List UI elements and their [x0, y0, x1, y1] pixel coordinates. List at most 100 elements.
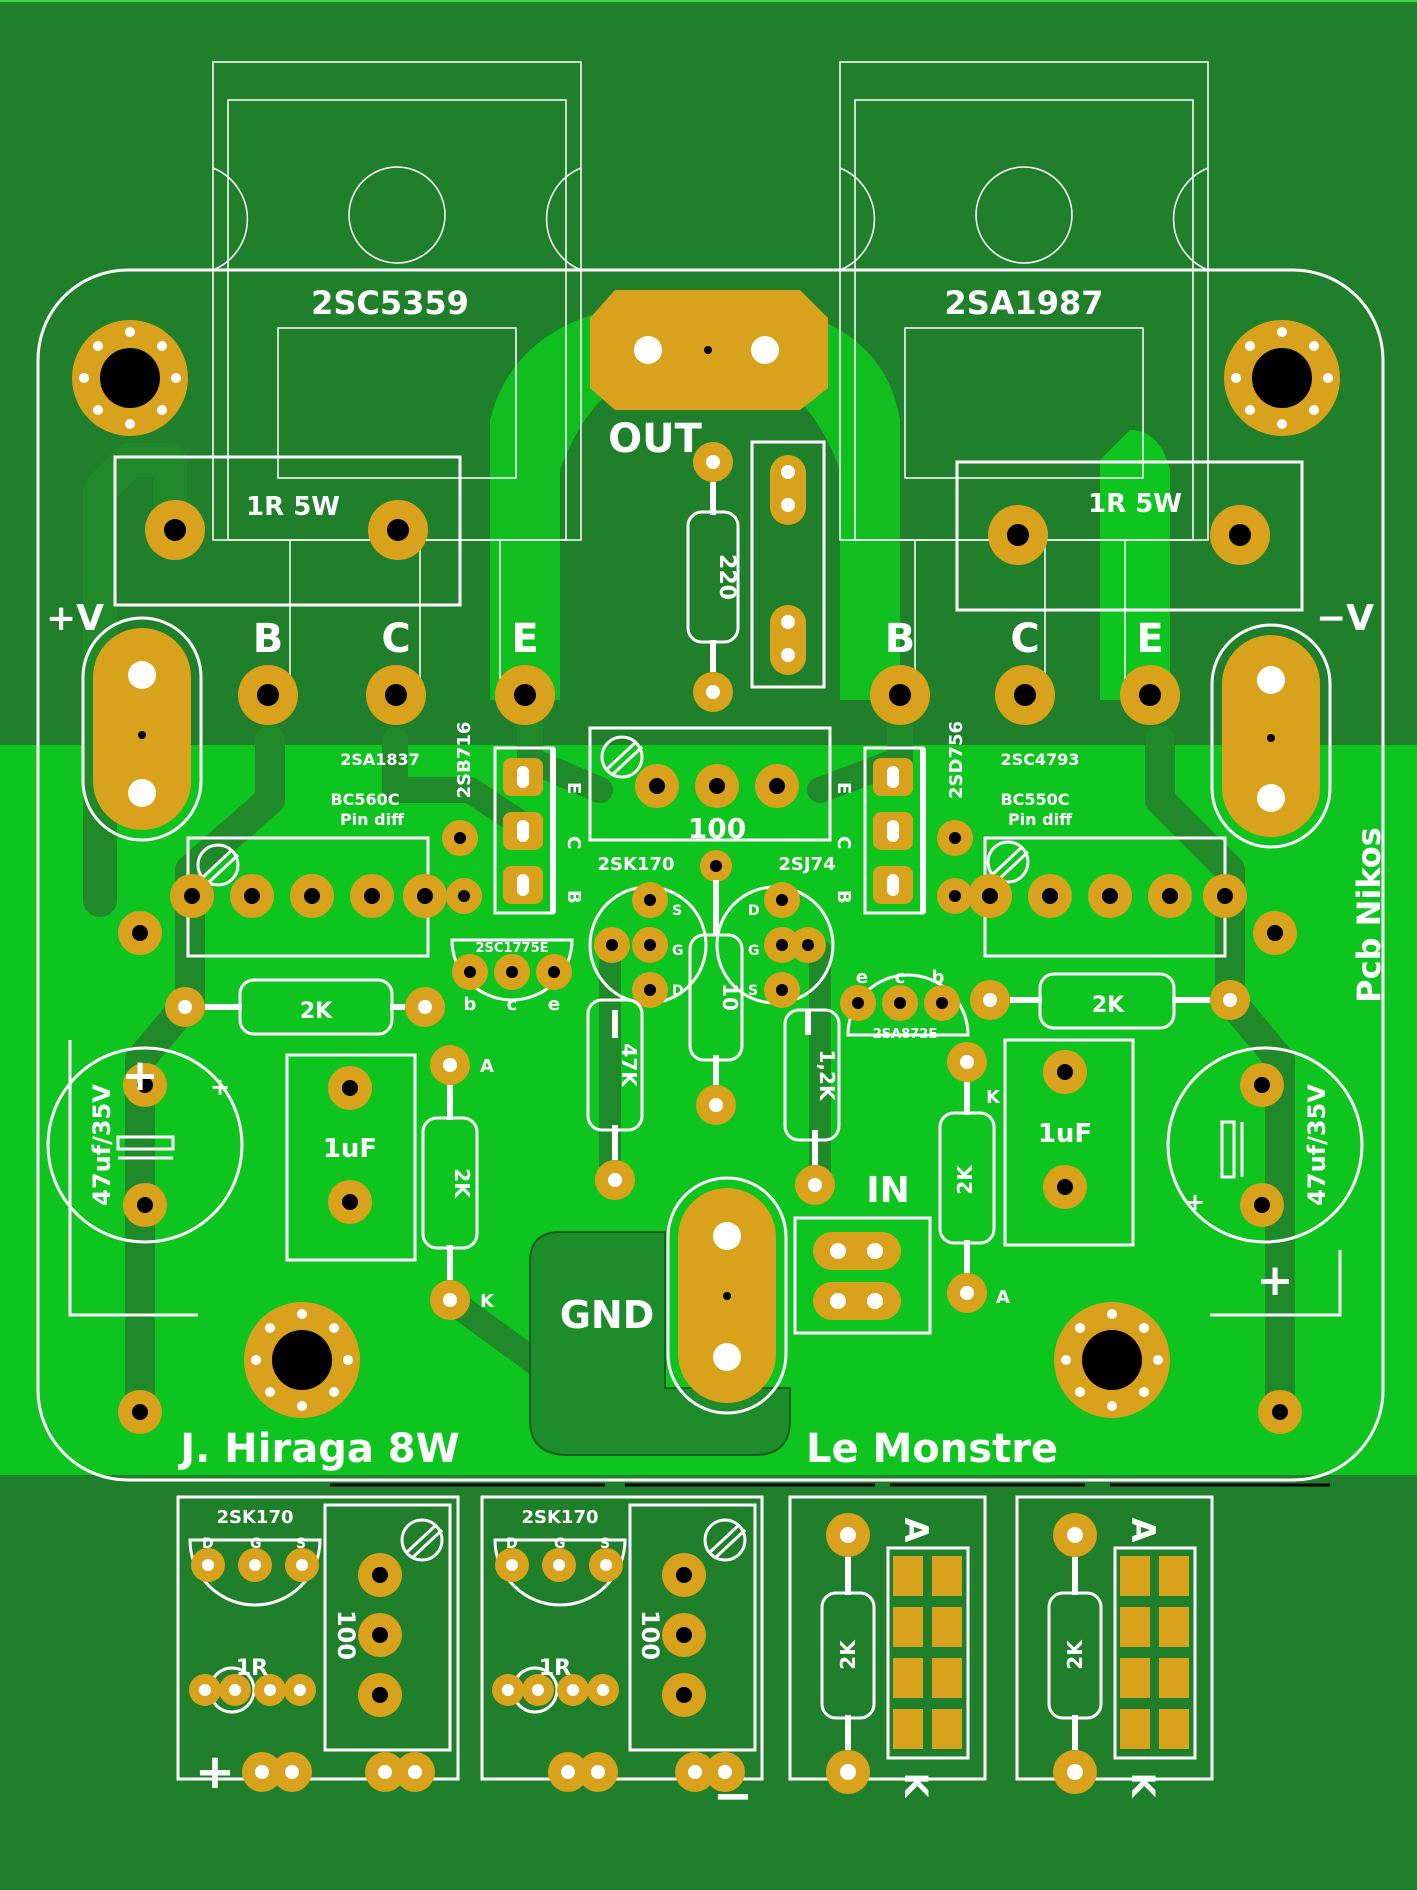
- label-b-right: B: [885, 616, 916, 662]
- label-sub-minus: −: [713, 1768, 753, 1824]
- jfet-2sk170: [588, 882, 708, 1008]
- label-2sc1775e: 2SC1775E: [475, 941, 548, 956]
- resistor-1-2k: [783, 1008, 841, 1205]
- sub1-pin-d: D: [202, 1536, 214, 1552]
- pin-e-small-right: e: [856, 967, 868, 988]
- sub1-pin-g: G: [250, 1536, 262, 1552]
- resistor-1r5w-right: [955, 460, 1304, 612]
- sub-board-3: [788, 1495, 987, 1794]
- pin-e-small-left: e: [548, 994, 560, 1015]
- label-sub2-2sk170: 2SK170: [521, 1507, 598, 1528]
- label-sub3-2k: 2K: [836, 1639, 860, 1670]
- label-2sc4793: 2SC4793: [1001, 750, 1080, 769]
- label-220: 220: [714, 554, 739, 600]
- resistor-10: [688, 880, 744, 1125]
- traces: [83, 443, 1295, 1415]
- pin-b-small-right: b: [932, 967, 945, 988]
- label-2sa1987: 2SA1987: [944, 284, 1103, 322]
- mounting-hole-top-right: [1224, 320, 1340, 436]
- mounting-hole-bottom-left: [244, 1302, 360, 1418]
- label-sub2-100: 100: [636, 1610, 664, 1660]
- pin-b-small-left: b: [464, 994, 477, 1015]
- label-2sc5359: 2SC5359: [311, 284, 469, 322]
- label-k-left: K: [480, 1291, 495, 1312]
- label-47uf-right: 47uf/35V: [1303, 1084, 1331, 1206]
- copper-pour-out: [490, 300, 900, 700]
- trimmer-right: [937, 836, 1247, 958]
- jfet-pin-labels: S G D D G S: [672, 903, 760, 999]
- resistor-47k: [586, 998, 644, 1200]
- label-sub3-a: A: [897, 1518, 935, 1543]
- trimmer-100: [588, 726, 832, 842]
- driver-2sb716: [493, 746, 556, 915]
- label-pcb-nikos: Pcb Nikos: [1350, 827, 1388, 1003]
- transistor-2sa872e: [840, 973, 970, 1037]
- copper-pour-right: [1100, 430, 1170, 700]
- pin-b-left: B: [563, 890, 584, 904]
- label-2k-left: 2K: [300, 999, 333, 1024]
- pin-e-left: E: [563, 782, 584, 794]
- sub-board-2: [480, 1495, 764, 1792]
- mounting-hole-bottom-right: [1054, 1302, 1170, 1418]
- pin-d-left: D: [672, 983, 684, 999]
- sub2-pin-d: D: [506, 1536, 518, 1552]
- driver-2sd756: [863, 746, 926, 915]
- label-2sa1837: 2SA1837: [340, 750, 420, 769]
- driver-side-pads: [442, 820, 973, 856]
- label-k-right: K: [986, 1087, 1001, 1108]
- cap-47uf-left: + +: [46, 1040, 244, 1317]
- label-47k: 47K: [617, 1043, 641, 1088]
- label-gnd: GND: [560, 1293, 655, 1337]
- label-c-right: C: [1010, 616, 1039, 662]
- pin-g-right: G: [748, 943, 760, 959]
- gnd-terminal: [666, 1176, 788, 1415]
- label-sub2-1r: 1R: [539, 1656, 571, 1681]
- label-in: IN: [866, 1170, 910, 1211]
- svg-text:+: +: [1185, 1188, 1205, 1216]
- label-e-right: E: [1136, 616, 1163, 662]
- trimmer-left: [170, 836, 482, 958]
- sub2-pin-s: S: [600, 1536, 610, 1552]
- label-2sk170: 2SK170: [597, 854, 674, 875]
- label-sub-plus: +: [195, 1744, 235, 1800]
- label-monstre: Le Monstre: [806, 1426, 1058, 1472]
- label-sub1-1r: 1R: [236, 1656, 268, 1681]
- terminal-minus-v: [1210, 623, 1332, 849]
- label-10: 10: [718, 983, 742, 1011]
- sub1-pin-labels: D G S: [202, 1536, 306, 1552]
- label-1uf-left: 1uF: [323, 1134, 377, 1164]
- cap-1uf-left: [285, 1053, 417, 1262]
- label-sub4-k: K: [1124, 1773, 1162, 1799]
- label-2k-right: 2K: [1092, 993, 1125, 1018]
- label-plus-v: +V: [46, 598, 104, 639]
- pin-s-right: S: [748, 983, 758, 999]
- board-outline: [36, 268, 1385, 1482]
- resistor-2k-vertical-right: [938, 1042, 996, 1313]
- label-2k-vertical-right: 2K: [953, 1164, 977, 1195]
- transistor-q-left-outline: [212, 61, 582, 700]
- jfet-2sj74: [715, 882, 835, 1008]
- cap-1uf-right: [1003, 1038, 1135, 1247]
- label-trim-100: 100: [688, 812, 746, 845]
- resistor-1r5w-left: [113, 455, 462, 607]
- transistor-2sc1775e: [450, 938, 574, 1002]
- bce-pins: [238, 665, 1180, 725]
- pin-c-left: C: [563, 836, 584, 849]
- label-2k-vertical-left: 2K: [450, 1168, 474, 1199]
- resistor-220: [686, 442, 740, 712]
- label-2sd756: 2SD756: [946, 721, 967, 799]
- label-sub4-a: A: [1124, 1518, 1162, 1543]
- pin-g-left: G: [672, 943, 684, 959]
- label-2sj74: 2SJ74: [778, 854, 835, 875]
- in-connector: [793, 1216, 932, 1335]
- label-sub4-2k: 2K: [1063, 1639, 1087, 1670]
- jumper-block: [750, 440, 826, 689]
- pin-s-left: S: [672, 903, 682, 919]
- label-sub1-2sk170: 2SK170: [216, 1507, 293, 1528]
- label-sub3-k: K: [897, 1773, 935, 1799]
- label-2sa872e: 2SA872E: [873, 1027, 938, 1042]
- resistor-2k-right: [970, 972, 1250, 1030]
- svg-text:+: +: [210, 1073, 230, 1101]
- sub-board-4: [1015, 1495, 1214, 1794]
